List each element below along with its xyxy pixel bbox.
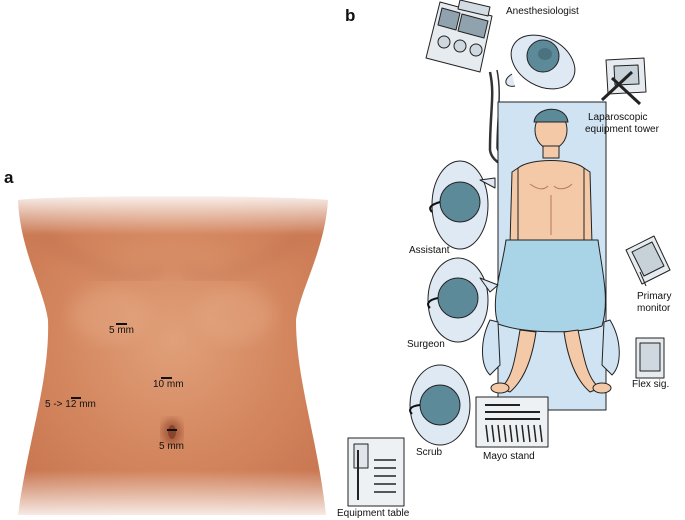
surgical-drape bbox=[494, 239, 606, 333]
anesthesia-machine bbox=[425, 0, 493, 73]
flex-sig-unit bbox=[635, 337, 665, 379]
port-label-upper: 5 mm bbox=[109, 325, 134, 336]
patient-figure bbox=[490, 108, 612, 394]
label-primary-monitor-line2: monitor bbox=[637, 303, 671, 314]
port-label-umbilical: 5 mm bbox=[159, 441, 184, 452]
laparoscopic-tower bbox=[600, 57, 647, 106]
label-flex-sig: Flex sig. bbox=[632, 379, 670, 390]
label-equipment-table: Equipment table bbox=[337, 508, 410, 519]
surgeon-figure bbox=[427, 257, 499, 343]
label-primary-monitor-line1: Primary bbox=[637, 291, 672, 302]
label-tower-line1: Laparoscopic bbox=[588, 112, 648, 123]
label-anesthesiologist: Anesthesiologist bbox=[506, 6, 579, 17]
mayo-stand bbox=[475, 396, 549, 448]
scrub-figure bbox=[409, 364, 471, 446]
panel-label-b: b bbox=[345, 6, 356, 25]
port-label-left: 5 -> 12 mm bbox=[45, 399, 96, 410]
label-scrub: Scrub bbox=[416, 447, 443, 458]
operating-room-layout bbox=[347, 0, 671, 507]
abdomen-illustration bbox=[10, 195, 335, 518]
label-tower-line2: equipment tower bbox=[585, 124, 659, 135]
label-assistant: Assistant bbox=[409, 245, 450, 256]
anesthesiologist-figure bbox=[505, 34, 576, 90]
port-label-camera: 10 mm bbox=[153, 379, 184, 390]
panel-label-a: a bbox=[4, 168, 14, 187]
label-surgeon: Surgeon bbox=[407, 339, 445, 350]
assistant-figure bbox=[429, 160, 496, 250]
primary-monitor bbox=[625, 235, 671, 287]
equipment-table bbox=[347, 437, 405, 507]
label-mayo-stand: Mayo stand bbox=[483, 451, 535, 462]
